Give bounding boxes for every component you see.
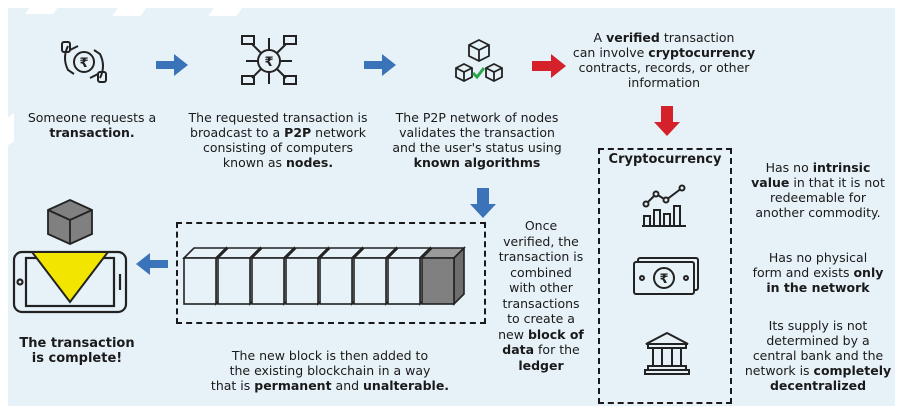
flow-arrow-red-down [654,106,680,136]
flow-arrow-1 [156,54,188,76]
blockchain-box [176,222,486,324]
flow-arrow-left [136,253,168,275]
chart-icon [642,184,686,227]
step-7-text: The transaction is complete! [19,336,135,366]
network-nodes-icon: ₹ [241,35,297,85]
step-1-text: Someone requests a transaction. [27,110,157,140]
blockchain [182,246,466,306]
new-block-cube [420,246,466,306]
crypto-property-1: Has no intrinsic value in that it is not… [751,160,885,220]
step-3-text: The P2P network of nodes validates the t… [392,110,562,170]
svg-text:₹: ₹ [659,272,668,287]
step-4-text: A verified transaction can involve crypt… [572,30,756,90]
crypto-property-2: Has no physical form and exists only in … [752,250,884,295]
cubes-check-icon [455,38,503,83]
cryptocurrency-title: Cryptocurrency [608,152,722,167]
step-6-text: The new block is then added to the exist… [210,348,450,393]
svg-text:₹: ₹ [264,55,273,70]
banknote-icon: ₹ [633,257,699,295]
crypto-property-3: Its supply is not determined by a centra… [744,318,892,393]
cryptocurrency-box [598,148,732,404]
step-5-text: Once verified, the transaction is combin… [498,218,584,373]
svg-text:₹: ₹ [79,56,88,71]
bank-icon [644,331,690,375]
phone-block-icon [12,199,128,314]
rupee-hand-icon: ₹ [61,41,107,83]
diagram-background [8,8,895,406]
step-2-text: The requested transaction is broadcast t… [188,110,368,170]
flow-arrow-red-right [532,54,566,78]
flow-arrow-down [470,188,496,218]
flow-arrow-2 [364,54,396,76]
